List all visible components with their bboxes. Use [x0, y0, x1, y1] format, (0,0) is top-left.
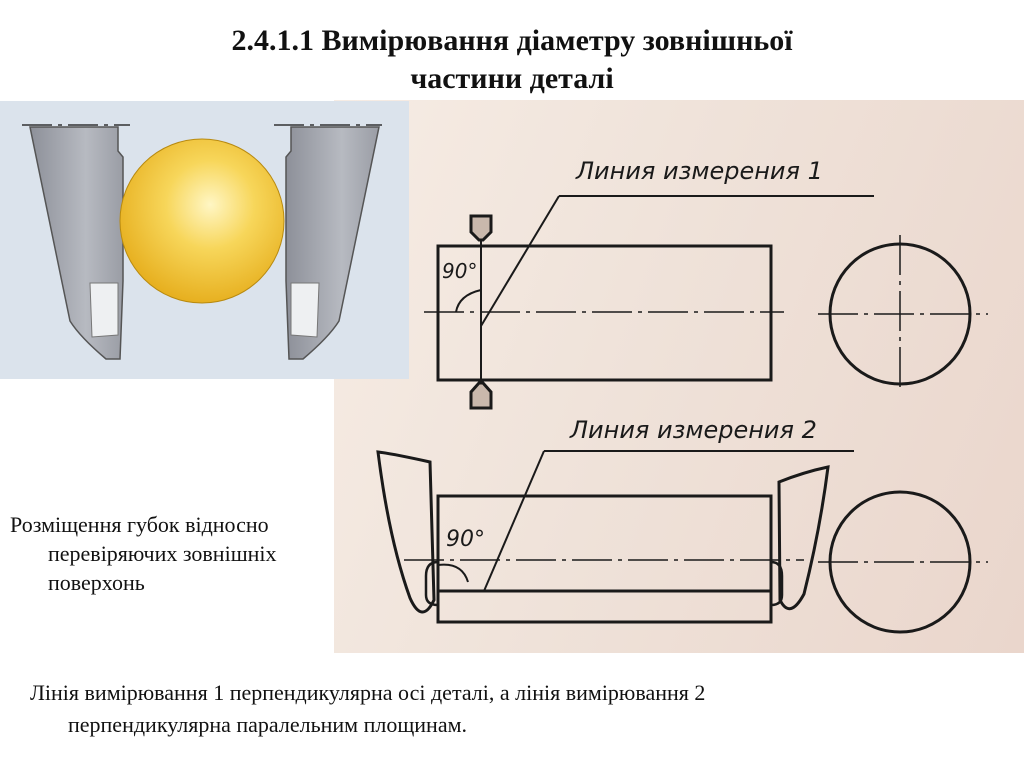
- technical-drawing: Линия измерения 1 Линия измерения 2 90° …: [334, 100, 1024, 653]
- measurement-line-1-label: Линия измерения 1: [575, 157, 823, 185]
- bottom-description: Лінія вимірювання 1 перпендикулярна осі …: [30, 677, 990, 741]
- title-line-1: 2.4.1.1 Вимірювання діаметру зовнішньої: [231, 24, 793, 57]
- drawing-svg: Линия измерения 1 Линия измерения 2 90° …: [376, 157, 988, 634]
- right-jaw: [777, 465, 830, 611]
- part-body: [436, 494, 773, 624]
- top-jaw-tip: [469, 214, 493, 242]
- ball: [119, 138, 285, 304]
- leader-line-2: [483, 450, 545, 592]
- angle-label-2: 90°: [446, 527, 485, 552]
- caliper-svg: [22, 124, 382, 360]
- right-jaw-edge: [290, 282, 320, 338]
- cylinder-side-view: [436, 244, 773, 382]
- leader-line-1: [480, 195, 560, 327]
- measurement-line-2-label: Линия измерения 2: [569, 416, 817, 444]
- left-caption: Розміщення губок відносно перевіряючих з…: [10, 510, 350, 597]
- title-line-2: частини деталі: [410, 62, 614, 95]
- left-caption-line-3: поверхонь: [48, 570, 145, 595]
- left-jaw: [376, 450, 436, 614]
- angle-arc-2: [437, 563, 469, 583]
- caliper-illustration: [0, 101, 409, 379]
- angle-arc-1: [455, 289, 482, 313]
- bottom-jaw-tip: [469, 381, 493, 410]
- angle-label-1: 90°: [442, 259, 477, 283]
- right-jaw-inner: [770, 560, 784, 607]
- bottom-line-1: Лінія вимірювання 1 перпендикулярна осі …: [30, 680, 706, 705]
- left-jaw-inner: [424, 560, 439, 607]
- left-jaw-edge: [89, 282, 119, 338]
- left-caption-line-1: Розміщення губок відносно: [10, 512, 269, 537]
- left-caption-line-2: перевіряючих зовнішніх: [48, 541, 277, 566]
- bottom-line-2: перпендикулярна паралельним площинам.: [68, 712, 468, 737]
- slide-title: 2.4.1.1 Вимірювання діаметру зовнішньої …: [0, 22, 1024, 98]
